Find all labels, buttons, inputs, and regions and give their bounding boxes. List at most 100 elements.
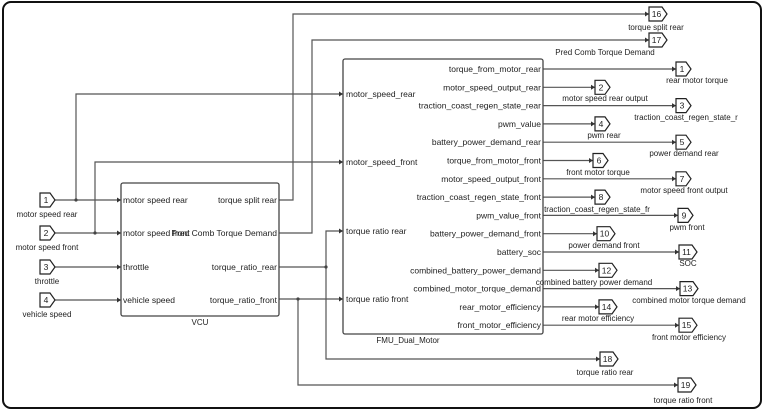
wire-torque-ratio-rear-to-fmu[interactable] [279,230,343,268]
outport-number: 3 [680,101,685,111]
wire-arrowhead [596,356,600,362]
wire-arrowhead [117,197,121,203]
wire-arrowhead [591,84,595,90]
vcu-output-port-label: Pred Comb Torque Demand [171,228,277,238]
outport-shape [594,189,611,205]
inport-shape [39,192,56,208]
vcu-input-port-label: vehicle speed [123,295,175,305]
outport-shape [675,61,692,77]
outport-label: Pred Comb Torque Demand [555,48,654,57]
wire-torque-ratio-front-to-outport-19[interactable] [297,299,678,386]
outport-shape [598,262,618,278]
fmu-output-port-label: pwm_value_front [476,210,541,220]
wire-arrowhead [595,304,599,310]
outport-shape [675,134,692,150]
inport-label: throttle [35,277,60,286]
inport-label: vehicle speed [23,310,72,319]
wire-motor-speed-rear-to-fmu[interactable] [75,93,343,200]
fmu-output-port-label: motor_speed_output_rear [443,82,541,92]
outport-number: 4 [599,119,604,129]
vcu-block-body [120,182,280,317]
outport-label: rear motor efficiency [562,314,634,323]
outport-shape [678,317,698,333]
fmu-output-port-label: torque_from_motor_front [447,156,542,166]
outport-shape [675,98,692,114]
outport-shape [679,281,699,297]
wire-arrowhead [589,158,593,163]
wire-arrowhead [674,212,678,218]
fmu-input-port-label: motor_speed_rear [346,89,416,99]
outport-label: rear motor torque [666,76,728,85]
fmu-input-port-label: torque ratio rear [346,226,407,236]
wire-branch-point [296,297,300,301]
outport-shape [592,152,609,169]
inport-number: 3 [44,262,49,272]
inport-shape [39,292,56,308]
outport-number: 16 [652,9,662,19]
wire-pred-comb-torque-to-outport-17[interactable] [279,39,649,234]
fmu-dual-motor-block[interactable]: motor_speed_rearmotor_speed_fronttorque … [342,58,544,345]
outport-shape [678,244,698,260]
wire-arrowhead [672,66,676,72]
outport-shape [598,299,618,315]
wire-arrowhead [591,194,595,200]
outport-number: 7 [680,174,685,184]
outport-shape [599,351,619,367]
outport-number: 17 [652,35,662,45]
wire-torque-split-rear-to-outport-16[interactable] [279,13,649,201]
outport-number: 13 [683,284,693,294]
wire-arrowhead [339,228,343,234]
outport-number: 12 [602,265,612,275]
outport-shape [677,207,694,223]
outport-shape [594,116,611,132]
wire-arrowhead [645,37,649,43]
outport-shape [648,6,668,22]
outport-shape [648,32,668,48]
vcu-block-name: VCU [192,318,209,327]
wire-branch-point [93,231,97,235]
fmu-output-port-label: rear_motor_efficiency [459,302,541,312]
outport-number: 5 [680,137,685,147]
inport-number: 1 [44,195,49,205]
outport-shape [675,171,692,187]
inport-shape [39,225,56,241]
wire-torque-ratio-rear-to-outport-18[interactable] [325,267,600,360]
fmu-block-body [342,58,544,335]
wire-arrowhead [674,382,678,388]
vcu-input-port-label: throttle [123,262,149,272]
inport-3[interactable]: 3 throttle [35,259,60,286]
outport-label: front motor torque [566,168,630,177]
wire-arrowhead [339,159,343,165]
wire-arrowhead [593,231,597,237]
vcu-input-port-label: motor speed rear [123,195,188,205]
fmu-input-port-label: torque ratio front [346,294,409,304]
wire-motor-speed-front-to-fmu[interactable] [94,161,343,233]
outport-label: torque ratio front [654,396,713,405]
outport-shape [594,79,611,95]
fmu-output-port-label: torque_from_motor_rear [449,64,541,74]
